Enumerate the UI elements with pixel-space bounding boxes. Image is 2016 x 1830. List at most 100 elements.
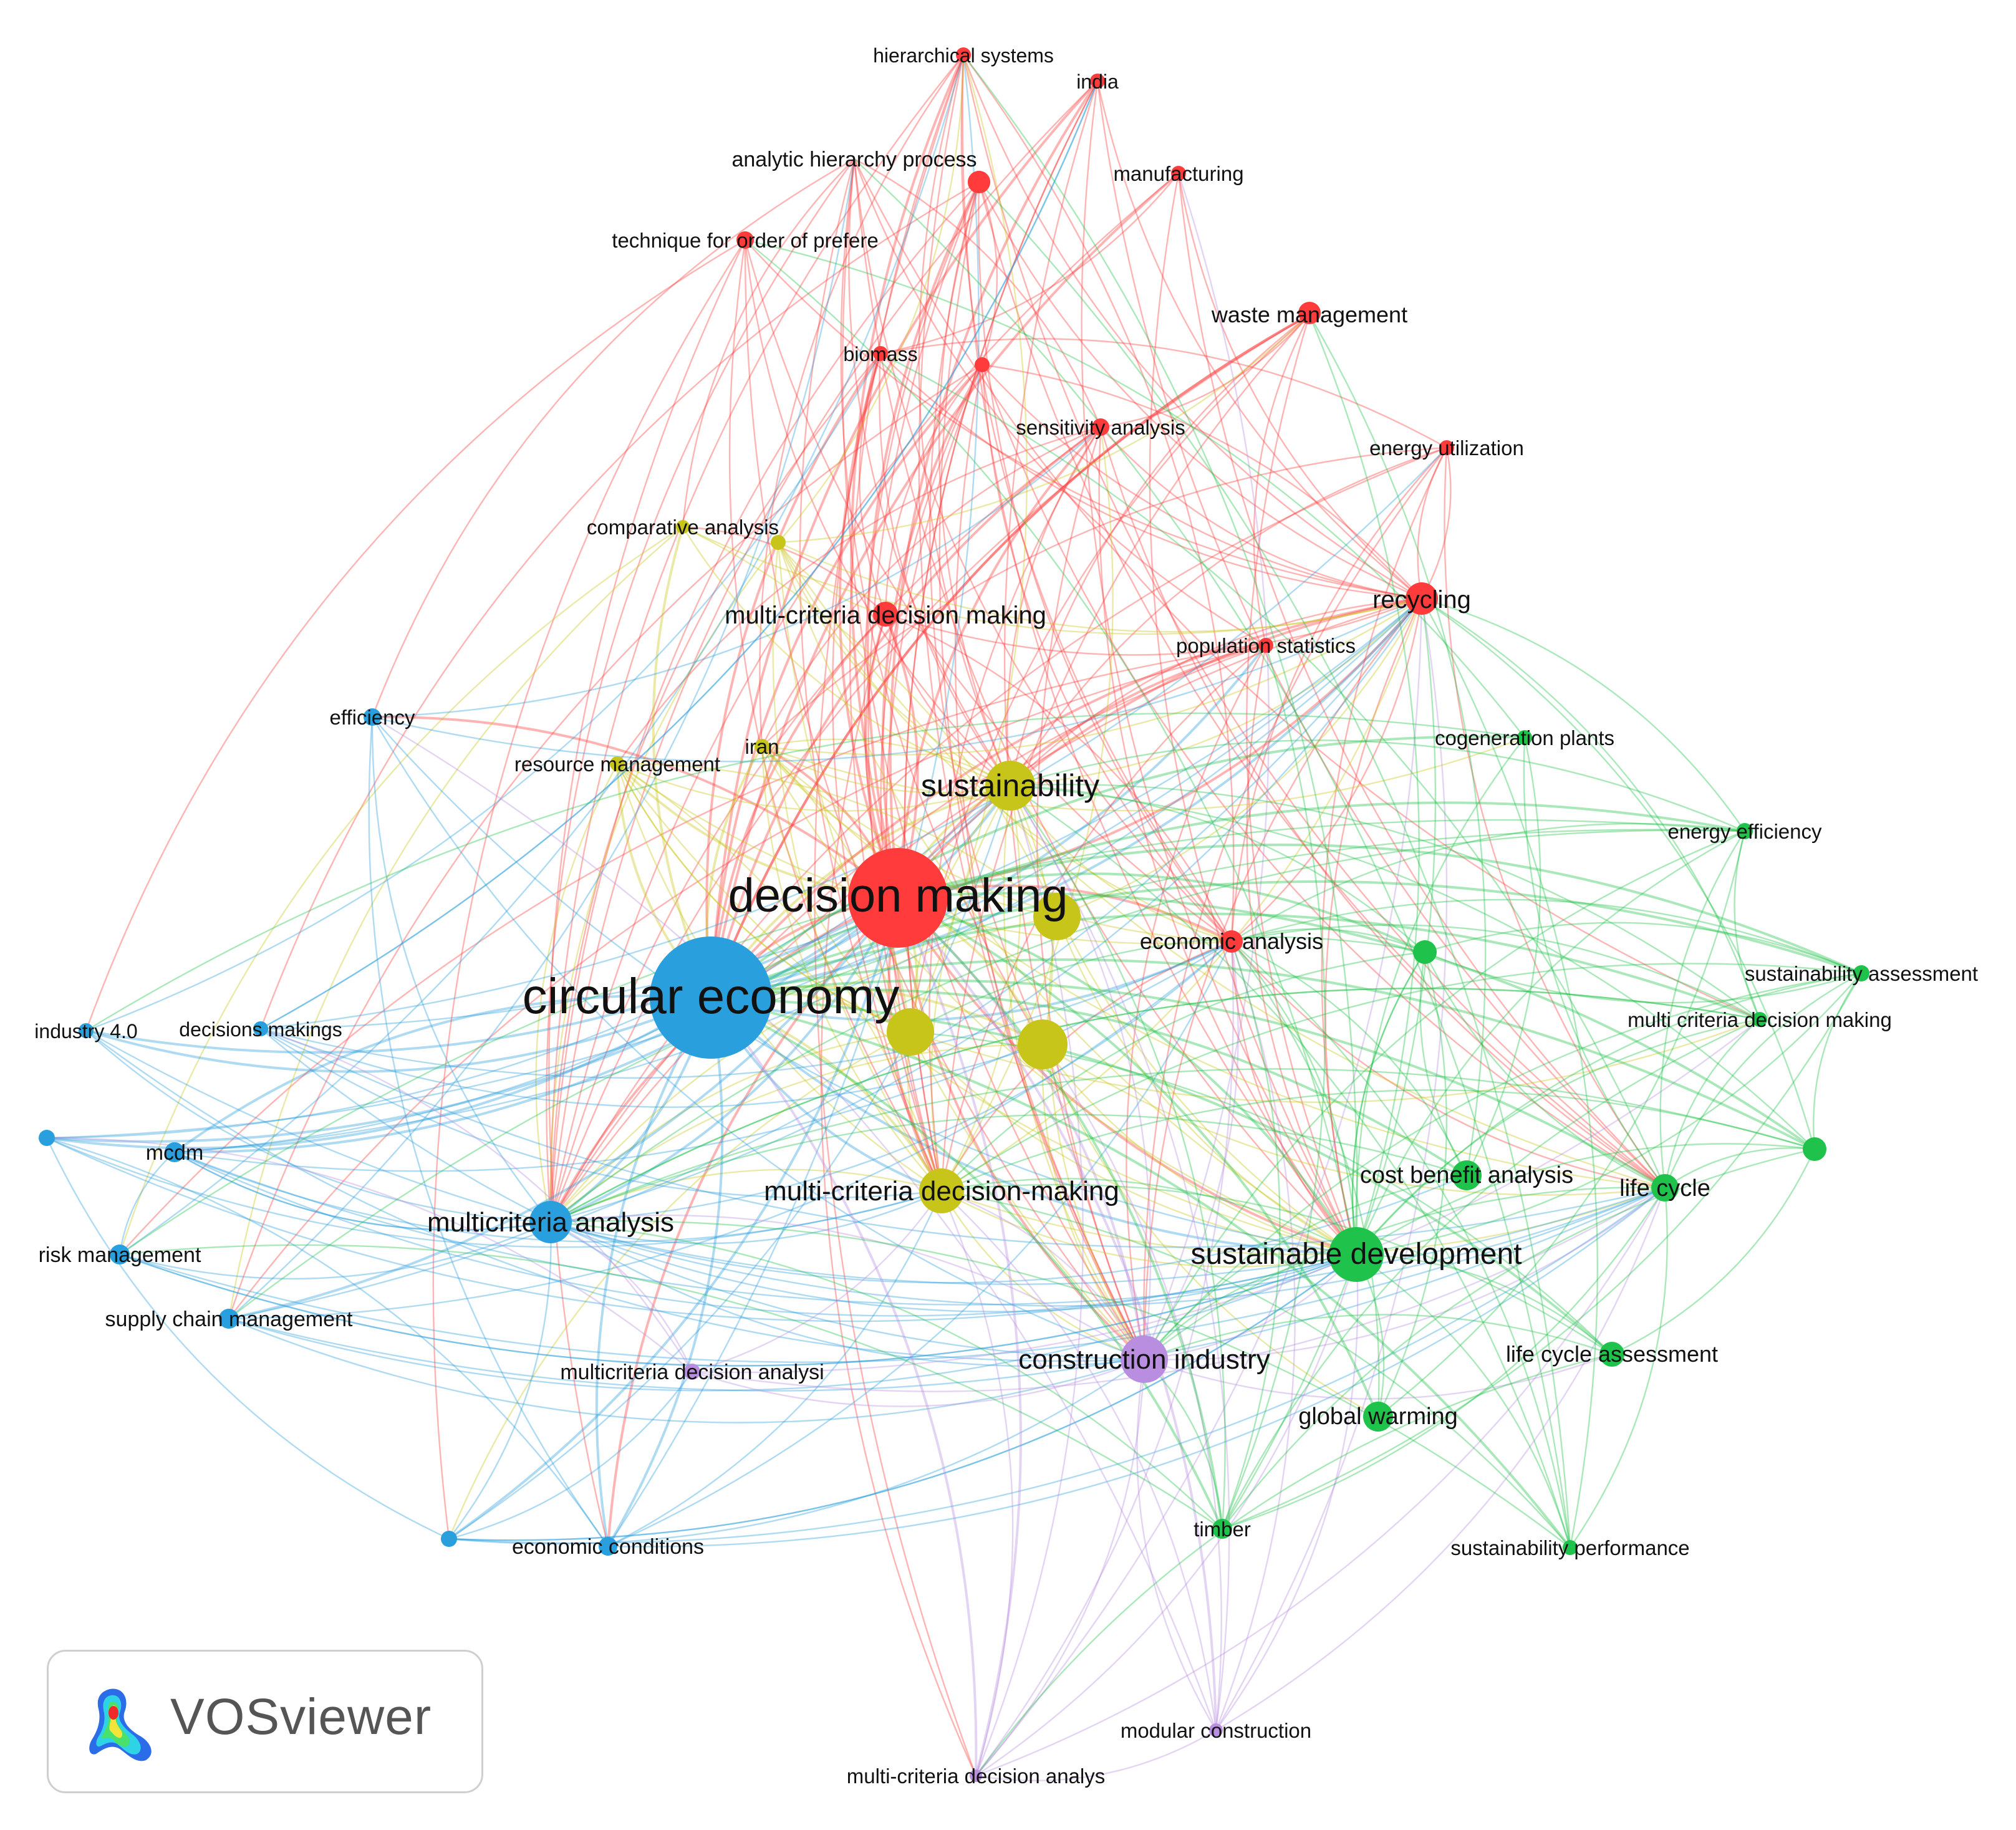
network-link <box>853 158 1760 1021</box>
network-link <box>550 1214 1145 1360</box>
node-cogeneration-plants[interactable] <box>1517 730 1532 745</box>
node-energy-utilization[interactable] <box>1439 440 1454 455</box>
network-link <box>778 541 1422 633</box>
network-link <box>960 54 1232 942</box>
network-link <box>1424 922 1862 975</box>
node-modular-construction[interactable] <box>1209 1723 1223 1737</box>
node-economic-analysis[interactable] <box>1220 930 1243 953</box>
network-link <box>710 996 1613 1356</box>
node-manufacturing[interactable] <box>1171 166 1186 181</box>
network-link <box>228 526 683 1319</box>
node-mcdm[interactable] <box>165 1142 185 1162</box>
network-link <box>174 1151 1357 1317</box>
node-recycling[interactable] <box>1406 582 1438 615</box>
node-yellow-unlabeled-1[interactable] <box>771 535 786 550</box>
node-industry-4-0[interactable] <box>79 1023 94 1038</box>
network-link <box>1659 831 1746 1188</box>
label-multi-criteria-decision-making: multi-criteria decision making <box>725 602 1046 629</box>
node-sustainable-development[interactable] <box>1329 1227 1384 1282</box>
network-link <box>549 54 964 1223</box>
node-population-statistics[interactable] <box>1258 638 1273 653</box>
network-link <box>549 542 779 1223</box>
network-link <box>1041 1044 1379 1418</box>
node-decision-making[interactable] <box>848 848 948 948</box>
network-link <box>1356 1253 1613 1355</box>
network-link <box>174 1151 1666 1306</box>
label-supply-chain-management: supply chain management <box>105 1307 353 1331</box>
node-technique-for-order[interactable] <box>736 231 754 249</box>
network-link <box>853 158 1232 942</box>
node-resource-management[interactable] <box>610 756 625 771</box>
node-sensitivity-analysis[interactable] <box>1092 418 1109 436</box>
network-link <box>1356 973 1862 1256</box>
label-life-cycle: life cycle <box>1619 1175 1710 1202</box>
node-waste-management[interactable] <box>1298 302 1321 324</box>
node-sustainability[interactable] <box>985 761 1035 811</box>
network-link <box>885 364 983 1192</box>
network-link <box>550 598 1422 1223</box>
network-link <box>1420 598 1598 1548</box>
label-recycling: recycling <box>1372 586 1471 614</box>
network-link <box>119 1253 1357 1367</box>
network-link <box>174 897 899 1154</box>
node-global-warming[interactable] <box>1363 1402 1393 1432</box>
node-yellow-unlabeled-4[interactable] <box>1018 1019 1068 1069</box>
node-green-unlabeled-2[interactable] <box>1803 1137 1826 1161</box>
label-multi-criteria-decision-analys: multi-criteria decision analys <box>847 1765 1105 1788</box>
node-blue-unlabeled-1[interactable] <box>39 1130 55 1146</box>
node-multi-criteria-decision-analys[interactable] <box>970 1770 982 1782</box>
node-decisions-makings[interactable] <box>253 1021 268 1036</box>
network-link <box>85 996 711 1073</box>
network-link <box>617 426 1101 764</box>
network-link <box>761 746 1357 1256</box>
node-comparative-analysis[interactable] <box>676 520 690 534</box>
network-link <box>85 1030 551 1223</box>
node-india[interactable] <box>1090 74 1105 89</box>
node-multi-criteria-decision-making-2[interactable] <box>919 1168 964 1213</box>
node-red-unlabeled-2[interactable] <box>975 357 990 372</box>
node-yellow-unlabeled-3[interactable] <box>887 1008 934 1056</box>
node-hierarchical-systems[interactable] <box>956 47 971 62</box>
node-life-cycle[interactable] <box>1651 1174 1679 1202</box>
node-multi-criteria-decision-making-3[interactable] <box>1752 1012 1767 1027</box>
network-link <box>1664 1019 1760 1188</box>
network-link <box>918 54 1145 1360</box>
network-link <box>761 738 1011 787</box>
node-blue-unlabeled-2[interactable] <box>441 1531 457 1547</box>
node-construction-industry[interactable] <box>1121 1336 1168 1383</box>
network-link <box>1222 1148 1815 1529</box>
network-link <box>853 158 1266 647</box>
label-economic-analysis: economic analysis <box>1140 928 1323 954</box>
node-economic-conditions[interactable] <box>599 1537 617 1556</box>
network-link <box>371 716 551 1223</box>
network-link <box>550 829 1745 1223</box>
node-life-cycle-assessment[interactable] <box>1599 1342 1624 1367</box>
node-yellow-unlabeled-2[interactable] <box>1033 893 1081 940</box>
node-cost-benefit-analysis[interactable] <box>1452 1160 1482 1190</box>
node-biomass[interactable] <box>873 346 888 361</box>
node-green-unlabeled-1[interactable] <box>1413 940 1437 964</box>
label-analytic-hierarchy-process: analytic hierarchy process <box>731 148 977 171</box>
node-sustainability-assessment[interactable] <box>1853 965 1869 981</box>
network-link <box>1424 951 1862 1004</box>
network-link <box>962 54 1666 1188</box>
node-supply-chain-management[interactable] <box>219 1309 239 1329</box>
node-risk-management[interactable] <box>110 1245 130 1264</box>
node-timber[interactable] <box>1212 1519 1232 1539</box>
node-circular-economy[interactable] <box>650 937 772 1059</box>
network-link <box>1231 941 1571 1548</box>
network-link <box>880 173 1179 355</box>
node-efficiency[interactable] <box>364 708 381 726</box>
network-link <box>978 181 998 365</box>
node-multi-criteria-decision-making[interactable] <box>873 602 898 627</box>
node-iran[interactable] <box>755 739 769 754</box>
node-multicriteria-decision-analysi[interactable] <box>684 1364 700 1380</box>
node-red-unlabeled-1[interactable] <box>968 171 990 193</box>
node-multicriteria-analysis[interactable] <box>529 1201 572 1243</box>
network-link <box>368 716 609 1547</box>
network-link <box>550 1221 1357 1312</box>
node-energy-efficiency[interactable] <box>1737 823 1753 839</box>
node-sustainability-performance[interactable] <box>1563 1540 1578 1555</box>
network-link <box>710 597 1423 999</box>
network-link <box>1222 1187 1666 1530</box>
